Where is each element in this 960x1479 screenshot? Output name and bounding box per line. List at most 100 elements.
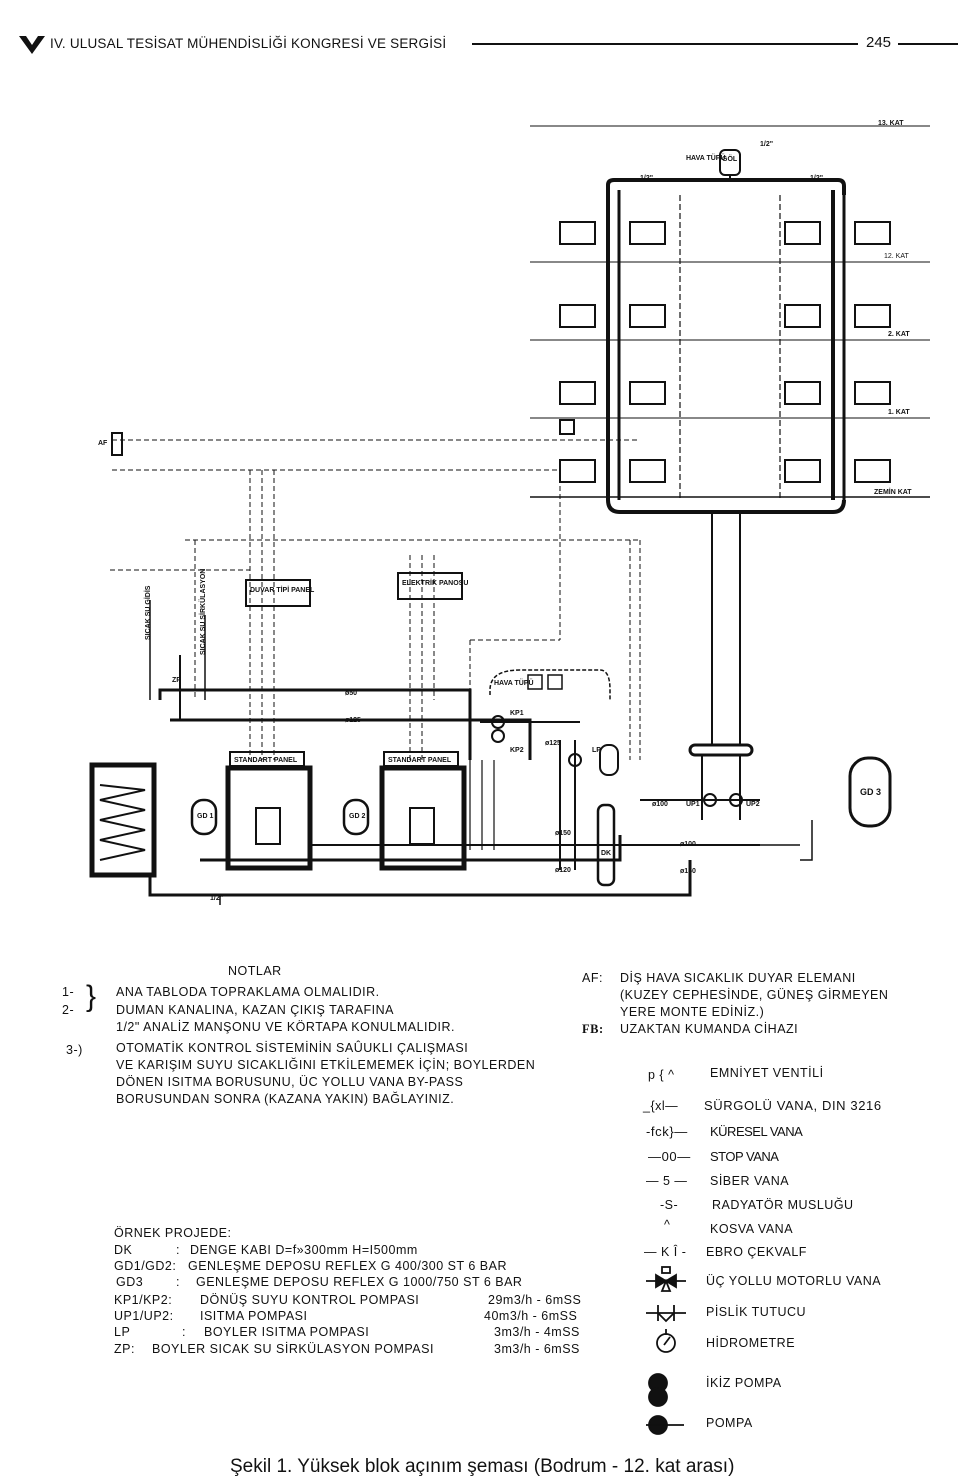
legend-symbol-icons <box>646 1266 686 1435</box>
label-sicak-su: SICAK SU GİDİS <box>144 585 152 640</box>
label-standart-panel-1: STANDART PANEL <box>234 757 298 764</box>
project-row-4-spec: 29m3/h - 6mSS <box>488 1293 582 1307</box>
label-gol: GÖL <box>722 154 738 163</box>
legend-label-2b: SÜRGOLÜ VANA, DIN 3216 <box>704 1098 882 1113</box>
strainer-icon <box>646 1305 686 1323</box>
pump-icon <box>646 1415 684 1435</box>
project-row-7-key: ZP: <box>114 1342 135 1356</box>
note-1-text: ANA TABLODA TOPRAKLAMA OLMALIDIR. <box>116 985 380 999</box>
label-phi100a: ø100 <box>652 801 668 808</box>
project-row-6-spec: 3m3/h - 4mSS <box>494 1325 580 1339</box>
floor-2: 2. KAT <box>888 331 910 338</box>
legend-symbol-7: ^ <box>664 1218 671 1232</box>
legend-symbol-2: _{xl— <box>643 1099 679 1113</box>
note-3-text-b: VE KARIŞIM SUYU SICAKLIĞINI ETKİLEMEMEK … <box>116 1058 536 1072</box>
legend-label-4: STOP VANA <box>710 1149 779 1164</box>
label-phi150: ø150 <box>555 830 571 837</box>
header-title: IV. ULUSAL TESİSAT MÜHENDİSLİĞİ KONGRESİ… <box>50 36 447 51</box>
legend-symbol-8: — K Î - <box>644 1245 687 1259</box>
hydrometer-icon <box>656 1329 676 1353</box>
legend-symbol-3: -fck}— <box>646 1124 688 1139</box>
legend-label-9: ÜÇ YOLLU MOTORLU VANA <box>706 1274 882 1288</box>
note-3-number: 3-) <box>66 1043 83 1057</box>
label-dk: DK <box>601 850 611 857</box>
label-kp2: KP2 <box>510 747 524 754</box>
project-row-7-spec: 3m3/h - 6mSS <box>494 1342 580 1356</box>
project-row-5-desc: ISITMA POMPASI <box>200 1309 308 1323</box>
note-2-number: 2- <box>62 1003 75 1017</box>
abbrev-af-text-a: DİŞ HAVA SICAKLIK DUYAR ELEMANI <box>620 971 856 985</box>
label-af: AF <box>98 440 108 447</box>
note-2-text-a: DUMAN KANALINA, KAZAN ÇIKIŞ TARAFINA <box>116 1003 395 1017</box>
label-phi120: ø120 <box>555 867 571 874</box>
project-row-6-sep: : <box>182 1325 186 1339</box>
project-row-4-key: KP1/KP2: <box>114 1293 173 1307</box>
note-3-text-d: BORUSUNDAN SONRA (KAZANA YAKIN) BAĞLAYIN… <box>116 1092 455 1106</box>
header-rule-left <box>472 43 858 45</box>
note-2-text-b: 1/2" ANALİZ MANŞONU VE KÖRTAPA KONULMALI… <box>116 1020 456 1034</box>
project-row-3-desc: GENLEŞME DEPOSU REFLEX G 1000/750 ST 6 B… <box>196 1275 523 1289</box>
legend-label-5: SİBER VANA <box>710 1174 790 1188</box>
header-logo-icon <box>18 34 48 59</box>
label-zp: ZP <box>172 677 181 684</box>
header-rule-right <box>898 43 958 45</box>
label-gd3: GD 3 <box>860 787 881 797</box>
label-half-inch-a: 1/2" <box>760 141 773 148</box>
label-half-inch-bottom: 1/2" <box>210 895 223 902</box>
project-row-5-spec: 40m3/h - 6mSS <box>484 1309 578 1323</box>
legend-label-1: EMNİYET VENTİLİ <box>710 1066 824 1080</box>
legend-label-7: KOSVA VANA <box>710 1222 794 1236</box>
project-row-4-desc: DÖNÜŞ SUYU KONTROL POMPASI <box>200 1293 420 1307</box>
figure-caption: Şekil 1. Yüksek blok açınım şeması (Bodr… <box>230 1456 735 1477</box>
label-half-inch-c: 1/2" <box>810 175 823 182</box>
project-row-3-key: GD3 <box>116 1275 144 1289</box>
page-number: 245 <box>866 34 892 51</box>
floor-zemin: ZEMİN KAT <box>874 488 912 496</box>
label-gd1: GD 1 <box>197 813 213 820</box>
label-duvar-panel: DUVAR TİPİ PANEL <box>250 586 315 594</box>
notes-heading: NOTLAR <box>228 964 282 978</box>
label-phi100b: ø100 <box>680 841 696 848</box>
legend-label-11: HİDROMETRE <box>706 1336 796 1350</box>
label-up2: UP2 <box>746 801 760 808</box>
project-heading: ÖRNEK PROJEDE: <box>114 1226 232 1240</box>
legend-label-13: POMPA <box>706 1416 753 1430</box>
floor-1: 1. KAT <box>888 409 910 416</box>
legend-label-8: EBRO ÇEKVALF <box>706 1245 807 1259</box>
three-way-motorized-valve-icon <box>646 1266 686 1292</box>
label-kp1: KP1 <box>510 710 524 717</box>
note-3-text-a: OTOMATİK KONTROL SİSTEMİNİN SAÛUKLI ÇALI… <box>116 1041 469 1055</box>
label-elektrik-panosu: ELEKTRİK PANOSU <box>402 579 468 587</box>
project-row-2-desc: GENLEŞME DEPOSU REFLEX G 400/300 ST 6 BA… <box>188 1259 507 1273</box>
note-3-text-c: DÖNEN ISITMA BORUSUNU, ÜC YOLLU VANA BY-… <box>116 1075 464 1089</box>
project-row-6-key: LP <box>114 1325 131 1339</box>
abbrev-fb-text: UZAKTAN KUMANDA CİHAZI <box>620 1022 799 1036</box>
abbrev-fb-key: FB: <box>582 1022 604 1036</box>
label-lp: LP <box>592 747 601 754</box>
project-row-1-desc: DENGE KABI D=f»300mm H=I500mm <box>190 1243 418 1257</box>
project-row-7-desc: BOYLER SICAK SU SİRKÜLASYON POMPASI <box>152 1342 434 1356</box>
piping-schematic: 13. KAT 12. KAT 2. KAT 1. KAT ZEMİN KAT … <box>89 120 930 905</box>
label-hava-top-upper: HAVA TÜPÜ <box>686 153 726 162</box>
label-up1: UP1 <box>686 801 700 808</box>
twin-pump-icon <box>648 1373 668 1407</box>
label-sicak-su-sirk: SICAK SU SİRKÜLASYON <box>198 569 207 655</box>
label-phi150b: ø150 <box>680 868 696 875</box>
label-phi50: ø50 <box>345 690 357 697</box>
project-row-1-key: DK <box>114 1243 133 1257</box>
legend-symbol-6: -S- <box>660 1198 679 1212</box>
floor-13: 13. KAT <box>878 120 904 127</box>
label-phi125a: ø125 <box>345 717 361 724</box>
legend-symbol-5: — 5 — <box>646 1174 688 1188</box>
label-hava-top-lower: HAVA TÜPÜ <box>494 678 534 687</box>
project-row-1-sep: : <box>176 1243 180 1257</box>
abbrev-af-key: AF: <box>582 971 603 985</box>
legend-label-10: PİSLİK TUTUCU <box>706 1305 807 1319</box>
label-half-inch-b: 1/2" <box>640 175 653 182</box>
floor-12: 12. KAT <box>884 253 909 260</box>
project-row-6-desc: BOYLER ISITMA POMPASI <box>204 1325 370 1339</box>
legend-symbol-1: p { ^ <box>648 1068 675 1082</box>
label-gd2: GD 2 <box>349 813 365 820</box>
legend-label-6: RADYATÖR MUSLUĞU <box>712 1198 854 1212</box>
project-row-2-key: GD1/GD2: <box>114 1259 177 1273</box>
